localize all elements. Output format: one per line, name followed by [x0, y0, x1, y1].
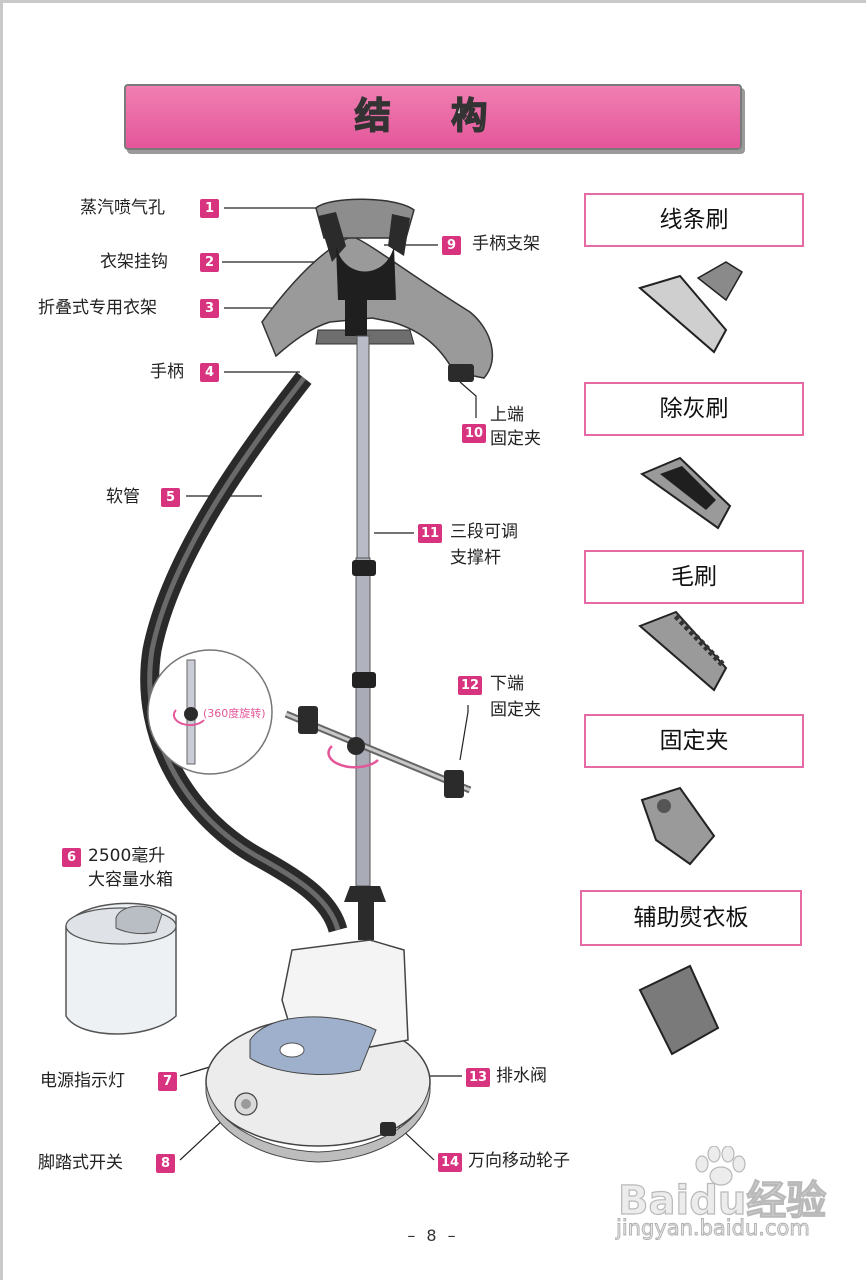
- part-label-lower-clip: 固定夹: [490, 700, 541, 720]
- part-label-casters: 万向移动轮子: [468, 1151, 570, 1171]
- dust-brush-drawing: [639, 456, 732, 530]
- watermark-logo: Baidu经验: [617, 1177, 827, 1224]
- part-number-badge: 13: [466, 1068, 491, 1087]
- part-label-support-pole: 支撑杆: [450, 548, 501, 568]
- watermark-url: jingyan.baidu.com: [616, 1216, 811, 1241]
- bristle-brush-drawing: [638, 610, 728, 692]
- part-number-badge: 7: [158, 1072, 177, 1091]
- part-label-folding-hanger: 折叠式专用衣架: [38, 298, 157, 318]
- page-border-left: [0, 0, 3, 1280]
- ironing-board-drawing: [638, 964, 720, 1056]
- accessory-clip: 固定夹: [584, 714, 804, 768]
- part-label-upper: 上端: [490, 405, 524, 425]
- part-label-steam-vent: 蒸汽喷气孔: [80, 198, 165, 218]
- part-label-foot-switch: 脚踏式开关: [38, 1153, 123, 1173]
- part-number-badge: 3: [200, 299, 219, 318]
- part-label-lower: 下端: [490, 674, 524, 694]
- part-number-badge: 5: [161, 488, 180, 507]
- line-brush-drawing: [637, 261, 744, 354]
- part-label-handle-holder: 手柄支架: [472, 234, 540, 254]
- part-label-hanger-hook: 衣架挂钩: [100, 252, 168, 272]
- accessory-bristle-brush: 毛刷: [584, 550, 804, 604]
- part-number-badge: 14: [438, 1153, 463, 1172]
- page-border-top: [0, 0, 866, 3]
- part-number-badge: 4: [200, 363, 219, 382]
- part-label-upper-clip: 固定夹: [490, 429, 541, 449]
- page-number: – 8 –: [407, 1226, 459, 1245]
- part-number-badge: 11: [418, 524, 443, 543]
- part-label-adjustable: 三段可调: [450, 522, 518, 542]
- part-number-badge: 12: [458, 676, 483, 695]
- part-label-power-indicator: 电源指示灯: [40, 1071, 125, 1091]
- part-number-badge: 1: [200, 199, 219, 218]
- title-banner: 结 构: [124, 84, 742, 150]
- part-number-badge: 8: [156, 1154, 175, 1173]
- baidu-paw-icon: [695, 1146, 746, 1186]
- part-number-badge: 6: [62, 848, 81, 867]
- part-label-tank-capacity: 2500毫升: [88, 846, 166, 866]
- rotation-note: (360度旋转): [203, 707, 266, 720]
- part-number-badge: 10: [462, 424, 487, 443]
- part-label-hose: 软管: [106, 487, 140, 507]
- part-label-water-tank: 大容量水箱: [88, 870, 173, 890]
- page-title: 结 构: [354, 95, 512, 138]
- accessory-ironing-board: 辅助熨衣板: [580, 890, 802, 946]
- part-number-badge: 2: [200, 253, 219, 272]
- part-label-drain-valve: 排水阀: [496, 1066, 547, 1086]
- accessory-line-brush: 线条刷: [584, 193, 804, 247]
- accessory-dust-brush: 除灰刷: [584, 382, 804, 436]
- part-number-badge: 9: [442, 236, 461, 255]
- part-label-handle: 手柄: [150, 362, 184, 382]
- clip-accessory-drawing: [640, 786, 716, 866]
